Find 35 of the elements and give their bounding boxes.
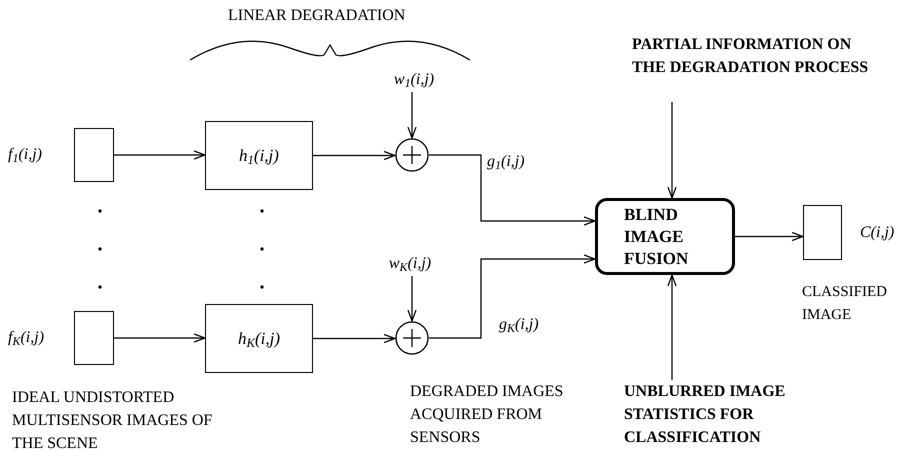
arrow [429,254,596,339]
arrow [667,102,677,199]
filter-label: h$_{1}$(i,j) [239,144,279,168]
fusion-box [595,198,735,275]
image-box [74,128,114,182]
filter-box [205,304,313,373]
arrow [407,276,417,322]
noise-label: w$_{1}$(i,j) [388,68,440,92]
summing-junction [395,138,429,172]
image-caption: CLASSIFIED IMAGE [802,283,888,325]
input-note: PARTIAL INFORMATION ON THE DEGRADATION PROCESS [632,33,882,102]
arrow [313,334,396,344]
filter-label: h$_{K}$(i,j) [238,328,280,352]
image-caption: C(i,j) [860,223,896,243]
edge-label: g$_{K}$(i,j) [499,315,539,337]
caption-text: DEGRADED IMAGES ACQUIRED FROM SENSORS [410,382,564,448]
image-box [803,205,842,260]
arrow [429,154,596,226]
image-caption: f$_{K}$(i,j) [8,328,46,350]
caption-text: LINEAR DEGRADATION [228,6,406,26]
arrow [313,150,396,160]
summing-junction [395,321,429,355]
image-caption: f$_{1}$(i,j) [8,145,43,167]
arrow [735,232,804,242]
arrow [114,150,206,160]
arrow [407,92,417,139]
caption-text: IDEAL UNDISTORTED MULTISENSOR IMAGES OF THE SCENE [12,388,214,451]
noise-label: w$_{K}$(i,j) [380,252,440,276]
input-note: UNBLURRED IMAGE STATISTICS FOR CLASSIFICATION [624,380,829,449]
arrow [114,333,206,343]
edge-label: g$_{1}$(i,j) [487,152,525,174]
arrow [667,274,677,380]
image-box [74,311,114,365]
filter-box [205,121,313,190]
fusion-label: BLIND IMAGE FUSION [624,204,690,270]
